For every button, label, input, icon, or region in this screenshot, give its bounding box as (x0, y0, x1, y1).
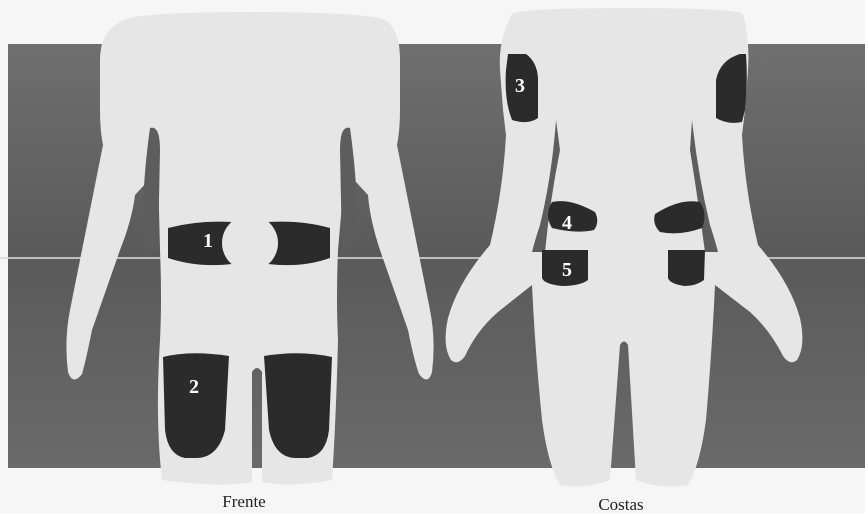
back-view-caption: Costas (598, 495, 643, 514)
left-thigh-area (163, 353, 229, 458)
site-label-2: 2 (189, 376, 199, 398)
navel-area (222, 215, 278, 271)
site-label-3: 3 (515, 75, 525, 97)
right-buttock-area (668, 250, 705, 286)
site-label-4: 4 (562, 212, 572, 234)
right-thigh-area (264, 353, 332, 458)
site-1-abdomen (168, 215, 330, 271)
front-view-caption: Frente (222, 492, 265, 511)
site-label-1: 1 (203, 230, 213, 252)
site-label-5: 5 (562, 259, 572, 281)
